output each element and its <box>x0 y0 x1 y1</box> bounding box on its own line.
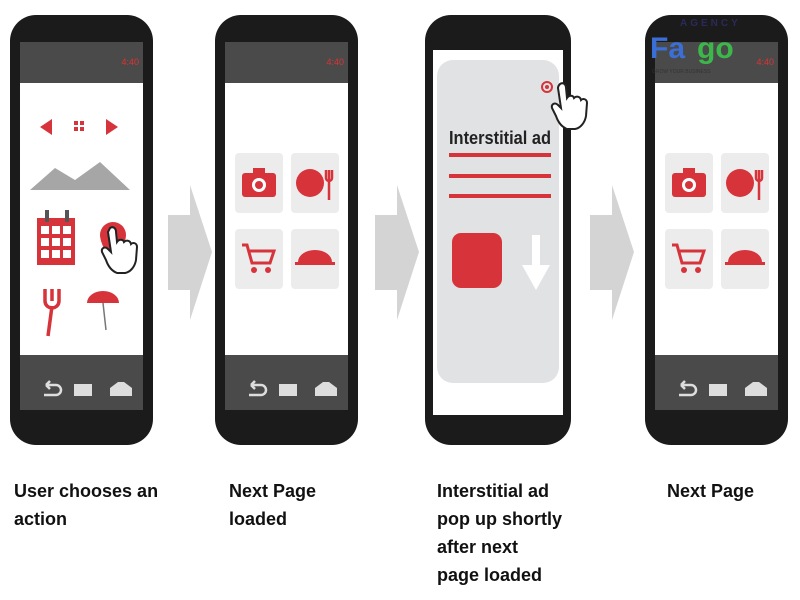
step-caption: User chooses an action <box>14 481 158 529</box>
svg-text:GROW YOUR BUSINESS: GROW YOUR BUSINESS <box>652 69 711 75</box>
status-time: 4:40 <box>121 57 139 67</box>
caption-line: pop up shortly <box>437 509 562 529</box>
umbrella-icon <box>87 291 119 331</box>
left-arrow-icon <box>40 119 52 135</box>
phone-screen <box>225 83 348 355</box>
caption-line: page loaded <box>437 565 542 585</box>
caption-line: after next <box>437 537 518 557</box>
phone-interstitial: Interstitial ad <box>425 15 589 445</box>
shopping-cart-icon <box>672 243 707 265</box>
step-caption: Interstitial ad pop up shortly after next p… <box>437 481 562 585</box>
fork-icon <box>43 289 61 337</box>
agency-logo: AGENCY Fa go GROW YOUR BUSINESS <box>650 18 741 75</box>
hand-pointer-icon <box>550 82 589 130</box>
back-icon <box>44 380 63 397</box>
svg-text:AGENCY: AGENCY <box>680 18 741 29</box>
status-time: 4:40 <box>326 57 344 67</box>
dish-cover-icon <box>295 250 335 265</box>
caption-line: Next Page <box>667 481 754 501</box>
status-bar <box>655 42 778 83</box>
plate-cutlery-icon <box>296 169 334 200</box>
nav-bar <box>20 355 143 410</box>
plate-cutlery-icon <box>726 169 764 200</box>
recent-apps-icon <box>709 384 727 396</box>
caption-line: User chooses an <box>14 481 158 501</box>
svg-text:go: go <box>697 32 734 65</box>
status-bar <box>225 42 348 83</box>
app-icons <box>30 119 139 337</box>
ad-text-line <box>449 194 551 198</box>
flow-arrow <box>375 185 419 320</box>
right-arrow-icon <box>106 119 118 135</box>
back-icon <box>249 380 268 397</box>
flow-arrow <box>168 185 212 320</box>
step-caption: Next Page <box>667 481 754 501</box>
status-bar <box>20 42 143 83</box>
ad-title: Interstitial ad <box>449 128 551 148</box>
app-icons <box>235 153 339 289</box>
grid-dots-icon <box>74 121 84 131</box>
download-arrow-icon <box>522 235 550 290</box>
close-circle-icon[interactable] <box>541 81 553 93</box>
phone-next-page-loaded: 4:40 <box>215 15 358 445</box>
flow-arrow <box>590 185 634 320</box>
dish-cover-icon <box>725 250 765 265</box>
nav-bar <box>225 355 348 410</box>
caption-line: loaded <box>229 509 287 529</box>
home-icon <box>745 382 767 396</box>
caption-line: Interstitial ad <box>437 481 549 501</box>
phone-home: 4:40 <box>10 15 153 445</box>
icon-tile <box>665 229 713 289</box>
back-icon <box>679 380 698 397</box>
svg-text:Fa: Fa <box>650 32 685 65</box>
step-caption: Next Page loaded <box>229 481 316 529</box>
phone-screen <box>655 83 778 355</box>
phone-next-page: 4:40 <box>645 15 788 445</box>
ad-text-line <box>449 174 551 178</box>
ad-card <box>437 60 559 383</box>
status-time: 4:40 <box>756 57 774 67</box>
camera-icon <box>242 168 276 197</box>
icon-tile <box>235 229 283 289</box>
home-icon <box>110 382 132 396</box>
ad-image <box>452 233 502 288</box>
ad-text-line <box>449 153 551 157</box>
caption-line: action <box>14 509 67 529</box>
recent-apps-icon <box>74 384 92 396</box>
app-icons <box>665 153 769 289</box>
home-icon <box>315 382 337 396</box>
shopping-cart-icon <box>242 243 277 265</box>
camera-icon <box>672 168 706 197</box>
caption-line: Next Page <box>229 481 316 501</box>
calendar-icon <box>37 210 75 265</box>
mountain-image-icon <box>30 162 130 190</box>
recent-apps-icon <box>279 384 297 396</box>
nav-bar <box>655 355 778 410</box>
hand-pointer-icon <box>100 226 139 274</box>
